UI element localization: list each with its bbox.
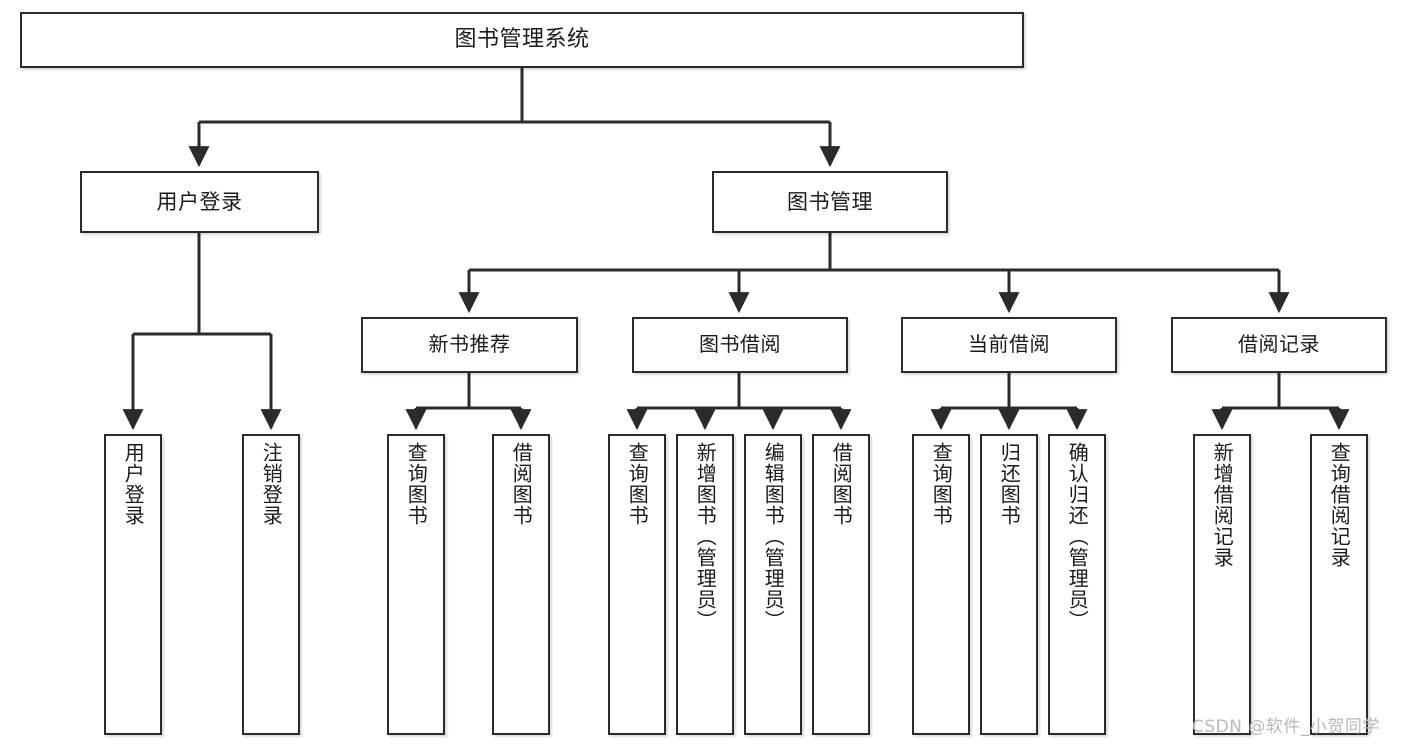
- node-leaf-borrow-book-1[interactable]: 借阅图书: [492, 434, 550, 735]
- watermark: CSDN @软件_小贺同学: [1192, 717, 1380, 737]
- node-borrow-record[interactable]: 借阅记录: [1171, 317, 1387, 373]
- node-leaf-logout-label: 注销登录: [259, 442, 284, 526]
- node-leaf-query-book-1[interactable]: 查询图书: [387, 434, 445, 735]
- node-leaf-return-book-label: 归还图书: [997, 442, 1022, 526]
- node-leaf-return-book[interactable]: 归还图书: [980, 434, 1038, 735]
- node-book-manage-label: 图书管理: [787, 189, 873, 214]
- node-current-borrow-label: 当前借阅: [968, 332, 1050, 357]
- node-leaf-user-login-label: 用户登录: [121, 442, 146, 526]
- node-leaf-borrow-book-1-label: 借阅图书: [509, 442, 534, 526]
- node-leaf-borrow-book-2[interactable]: 借阅图书: [812, 434, 870, 735]
- node-root-label: 图书管理系统: [454, 27, 590, 53]
- node-user-login[interactable]: 用户登录: [80, 171, 319, 233]
- node-root[interactable]: 图书管理系统: [20, 12, 1024, 68]
- node-leaf-add-record-label: 新增借阅记录: [1210, 442, 1235, 568]
- node-leaf-user-login[interactable]: 用户登录: [104, 434, 162, 735]
- node-leaf-add-book-label: 新增图书（管理员）: [693, 442, 718, 631]
- node-leaf-query-record-label: 查询借阅记录: [1327, 442, 1352, 568]
- node-book-borrow-label: 图书借阅: [699, 332, 781, 357]
- node-leaf-query-record[interactable]: 查询借阅记录: [1310, 434, 1368, 735]
- node-leaf-add-record[interactable]: 新增借阅记录: [1193, 434, 1251, 735]
- node-leaf-query-book-2[interactable]: 查询图书: [608, 434, 666, 735]
- node-leaf-add-book[interactable]: 新增图书（管理员）: [676, 434, 734, 735]
- node-leaf-edit-book-label: 编辑图书（管理员）: [761, 442, 786, 631]
- node-current-borrow[interactable]: 当前借阅: [901, 317, 1117, 373]
- node-user-login-label: 用户登录: [156, 189, 243, 214]
- node-book-borrow[interactable]: 图书借阅: [632, 317, 848, 373]
- node-leaf-query-book-3[interactable]: 查询图书: [912, 434, 970, 735]
- node-leaf-edit-book[interactable]: 编辑图书（管理员）: [744, 434, 802, 735]
- node-new-book-recommend[interactable]: 新书推荐: [361, 317, 578, 373]
- node-leaf-query-book-2-label: 查询图书: [625, 442, 650, 526]
- node-new-book-recommend-label: 新书推荐: [428, 332, 511, 357]
- node-leaf-confirm-return-label: 确认归还（管理员）: [1065, 442, 1090, 631]
- node-leaf-confirm-return[interactable]: 确认归还（管理员）: [1048, 434, 1106, 735]
- node-leaf-logout[interactable]: 注销登录: [242, 434, 300, 735]
- node-leaf-query-book-3-label: 查询图书: [929, 442, 954, 526]
- node-book-manage[interactable]: 图书管理: [712, 171, 948, 233]
- node-borrow-record-label: 借阅记录: [1238, 332, 1320, 357]
- node-leaf-query-book-1-label: 查询图书: [404, 442, 429, 526]
- node-leaf-borrow-book-2-label: 借阅图书: [829, 442, 854, 526]
